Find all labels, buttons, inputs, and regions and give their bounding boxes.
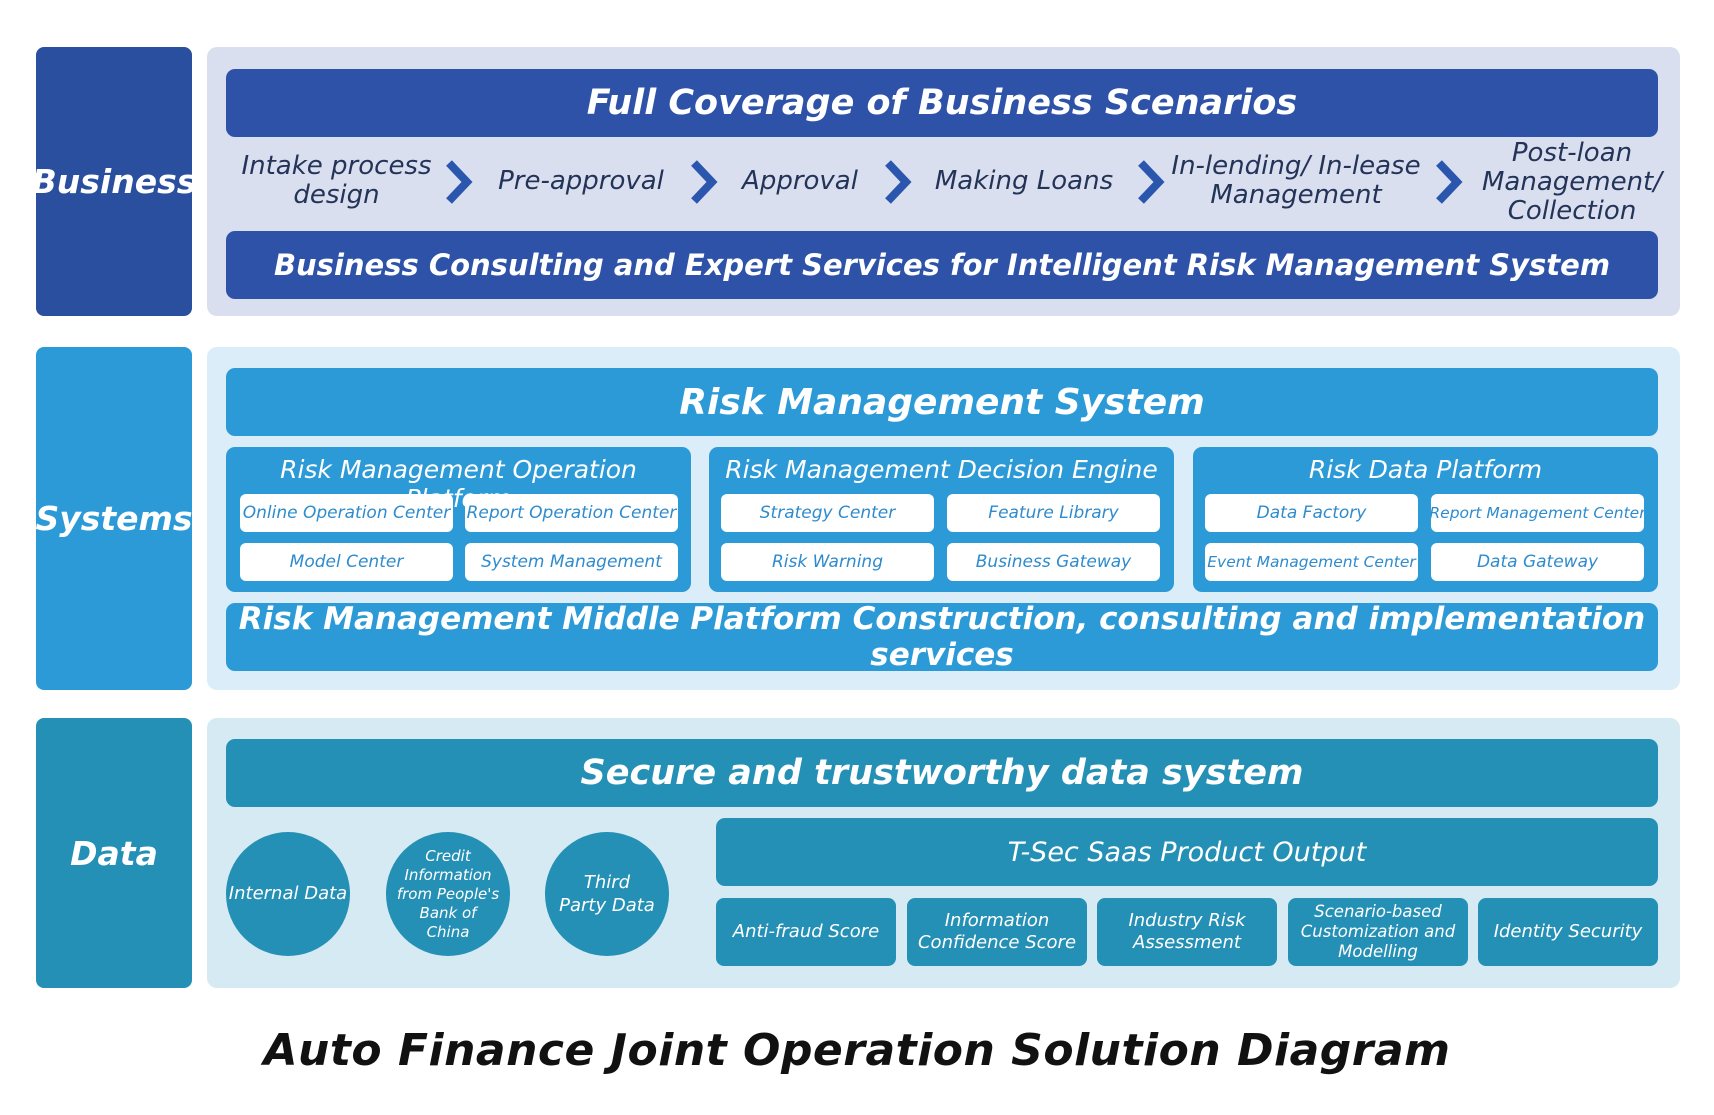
data-layer-label: Data: [36, 718, 192, 988]
flow-step-intake: Intake process design: [241, 151, 432, 210]
business-top-bar: Full Coverage of Business Scenarios: [226, 69, 1658, 137]
systems-layer-label-text: Systems: [35, 499, 193, 538]
systems-top-bar: Risk Management System: [226, 368, 1658, 436]
chevron-right-icon: [688, 160, 718, 204]
internal-data-circle: Internal Data: [226, 832, 350, 956]
scenario-based-customization: Scenario-based Customization and Modelli…: [1288, 898, 1468, 966]
systems-bottom-bar-text: Risk Management Middle Platform Construc…: [238, 601, 1646, 673]
flow-step-post-loan: Post-loan Management/ Collection: [1481, 137, 1663, 226]
data-factory: Data Factory: [1205, 494, 1418, 532]
risk-warning: Risk Warning: [721, 543, 934, 581]
business-gateway: Business Gateway: [947, 543, 1160, 581]
business-layer-label-text: Business: [31, 162, 197, 201]
report-operation-center: Report Operation Center: [465, 494, 678, 532]
risk-data-platform: Risk Data Platform Data Factory Report M…: [1193, 447, 1658, 592]
diagram-caption: Auto Finance Joint Operation Solution Di…: [263, 1025, 1451, 1076]
data-top-bar: Secure and trustworthy data system: [226, 739, 1658, 807]
pboc-credit-circle: Credit Information from People's Bank of…: [386, 832, 510, 956]
third-party-data-circle: Third Party Data: [545, 832, 669, 956]
chevron-right-icon: [1135, 160, 1165, 204]
systems-top-bar-text: Risk Management System: [679, 381, 1205, 423]
data-top-bar-text: Secure and trustworthy data system: [580, 753, 1304, 793]
flow-step-in-lending: In-lending/ In-lease Management: [1171, 151, 1421, 210]
risk-operation-platform: Risk Management Operation Platform Onlin…: [226, 447, 691, 592]
flow-step-making-loans: Making Loans: [934, 165, 1114, 196]
business-bottom-bar: Business Consulting and Expert Services …: [226, 231, 1658, 299]
platform-title: Risk Management Decision Engine: [725, 455, 1158, 484]
flow-step-approval: Approval: [742, 165, 858, 196]
event-management-center: Event Management Center: [1205, 543, 1418, 581]
risk-decision-engine: Risk Management Decision Engine Strategy…: [709, 447, 1174, 592]
anti-fraud-score: Anti-fraud Score: [716, 898, 896, 966]
feature-library: Feature Library: [947, 494, 1160, 532]
industry-risk-assessment: Industry Risk Assessment: [1097, 898, 1277, 966]
data-gateway: Data Gateway: [1431, 543, 1644, 581]
chevron-right-icon: [1433, 160, 1463, 204]
systems-bottom-bar: Risk Management Middle Platform Construc…: [226, 601, 1658, 673]
online-operation-center: Online Operation Center: [240, 494, 453, 532]
business-layer-label: Business: [32, 47, 196, 316]
model-center: Model Center: [240, 543, 453, 581]
identity-security: Identity Security: [1478, 898, 1658, 966]
data-layer-label-text: Data: [70, 833, 158, 873]
saas-product-bar: T-Sec Saas Product Output: [716, 818, 1658, 886]
flow-step-pre-approval: Pre-approval: [498, 165, 664, 196]
platform-title: Risk Data Platform: [1308, 455, 1543, 484]
chevron-right-icon: [882, 160, 912, 204]
system-management: System Management: [465, 543, 678, 581]
strategy-center: Strategy Center: [721, 494, 934, 532]
information-confidence-score: Information Confidence Score: [907, 898, 1087, 966]
business-top-bar-text: Full Coverage of Business Scenarios: [586, 83, 1298, 123]
report-management-center: Report Management Center: [1431, 494, 1644, 532]
chevron-right-icon: [443, 160, 473, 204]
saas-product-title: T-Sec Saas Product Output: [1007, 836, 1367, 868]
systems-layer-label: Systems: [35, 347, 193, 690]
business-bottom-bar-text: Business Consulting and Expert Services …: [273, 248, 1611, 282]
